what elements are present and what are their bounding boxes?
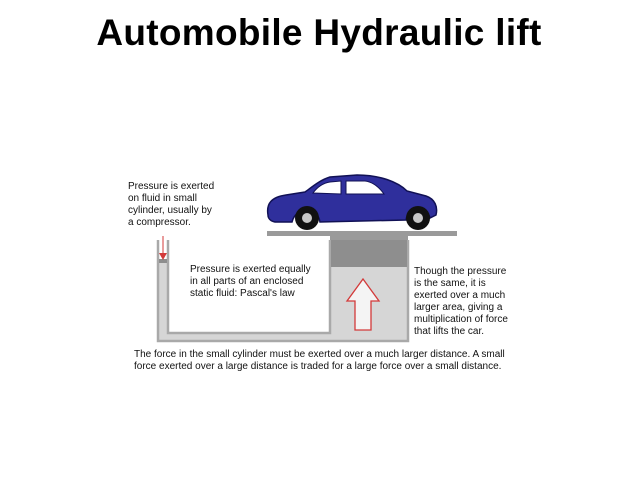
small-piston [159,259,167,263]
label-force-tradeoff: The force in the small cylinder must be … [134,349,505,372]
car-window-rear [345,180,385,195]
label-large-area: Though the pressure is the same, it is e… [414,266,508,337]
vessel-walls [156,240,410,343]
hydraulic-fluid [159,262,407,340]
pressure-arrow-icon [159,253,167,260]
car-hubcap-rear [413,213,423,223]
car-hubcap-front [302,213,312,223]
label-pascals-law: Pressure is exerted equally in all parts… [190,264,311,299]
car-window-front [312,180,342,195]
large-piston [331,240,407,267]
lift-platform [267,231,457,236]
label-compressor: Pressure is exerted on fluid in small cy… [128,181,215,228]
car-icon [266,174,438,230]
platform-support [330,236,408,240]
lift-arrow-icon [345,277,381,331]
slide-title: Automobile Hydraulic lift [96,12,542,53]
